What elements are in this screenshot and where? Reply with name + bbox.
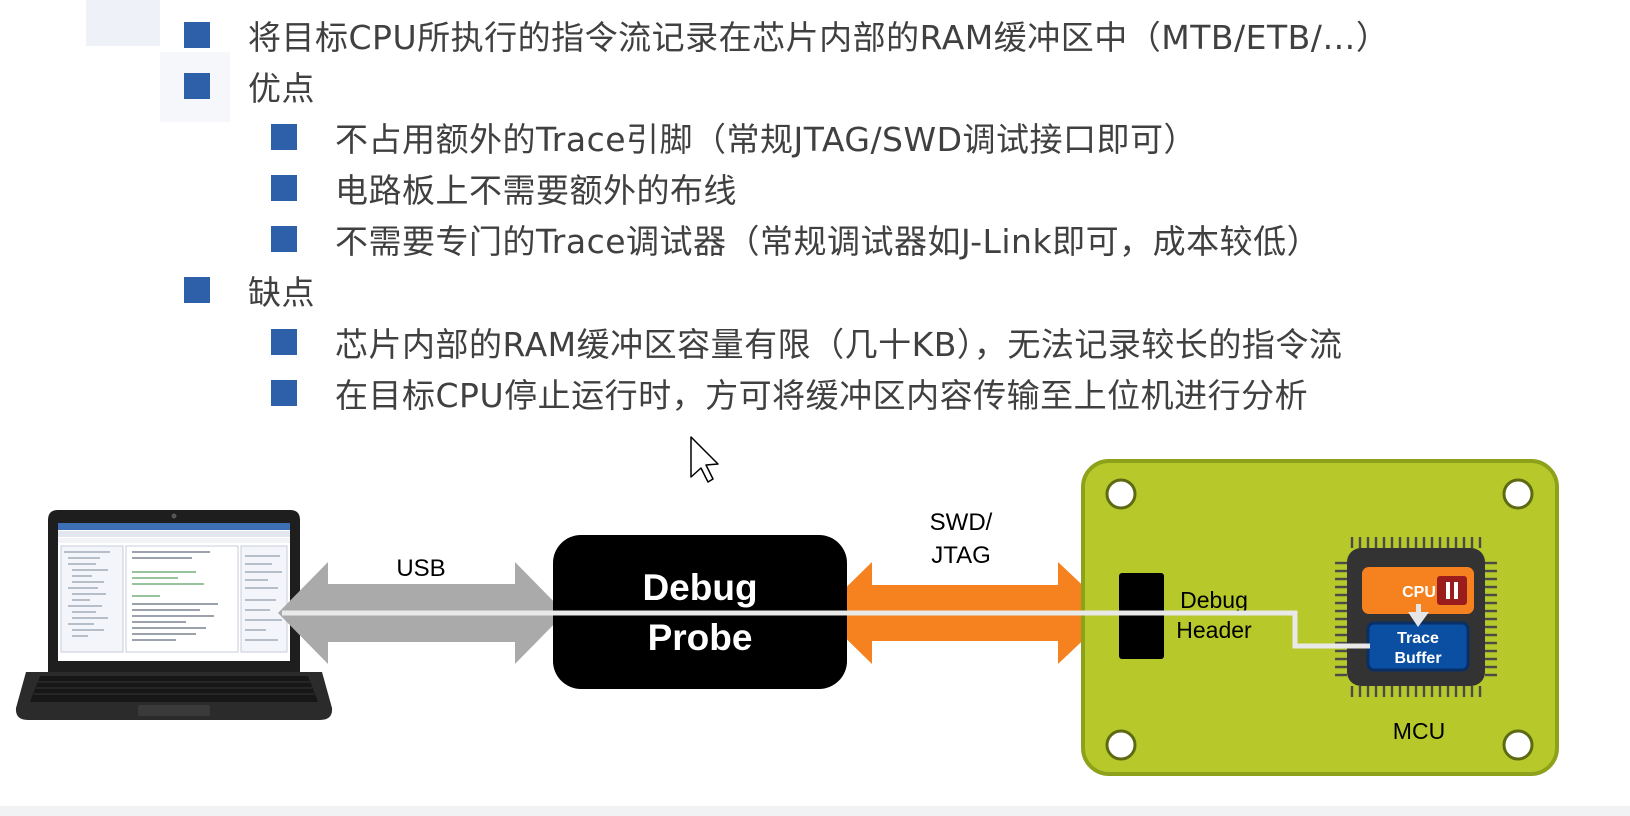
bullet-item: 电路板上不需要额外的布线: [271, 165, 737, 211]
bullet-text: 不占用额外的Trace引脚（常规JTAG/SWD调试接口即可）: [335, 120, 1198, 159]
bullet-text: 将目标CPU所执行的指令流记录在芯片内部的RAM缓冲区中（MTB/ETB/…）: [248, 18, 1390, 57]
bullet-text: 电路板上不需要额外的布线: [335, 171, 737, 210]
mcu-label: MCU: [1393, 718, 1445, 744]
square-bullet-icon: [271, 380, 297, 406]
trace-path-line: [282, 610, 1370, 649]
bullet-list: 将目标CPU所执行的指令流记录在芯片内部的RAM缓冲区中（MTB/ETB/…） …: [184, 12, 1389, 416]
header-label-line2: Header: [1176, 617, 1252, 643]
bullet-text: 芯片内部的RAM缓冲区容量有限（几十KB），无法记录较长的指令流: [335, 325, 1343, 364]
bullet-item: 不需要专门的Trace调试器（常规调试器如J-Link即可，成本较低）: [271, 216, 1320, 262]
mcu-board: [1081, 459, 1559, 776]
bullet-text: 优点: [248, 69, 315, 108]
mouse-pointer-icon: [690, 436, 719, 483]
bottom-strip: [0, 806, 1630, 816]
bullet-item: 将目标CPU所执行的指令流记录在芯片内部的RAM缓冲区中（MTB/ETB/…）: [184, 12, 1389, 58]
usb-label: USB: [396, 555, 445, 582]
probe-label-line2: Probe: [648, 617, 753, 658]
pause-icon: [1437, 576, 1467, 605]
cpu-label: CPU: [1402, 584, 1436, 601]
bullet-text: 缺点: [248, 273, 315, 312]
laptop-icon: [15, 510, 333, 720]
mounting-hole: [1105, 478, 1534, 761]
swd-label-line2: JTAG: [931, 542, 991, 569]
square-bullet-icon: [271, 175, 297, 201]
debug-header: [1119, 573, 1164, 659]
square-bullet-icon: [184, 73, 210, 99]
probe-label-line1: Debug: [642, 567, 757, 608]
bullet-item: 缺点: [184, 267, 315, 313]
bullet-item: 优点: [184, 63, 315, 109]
buffer-label-line2: Buffer: [1394, 650, 1441, 667]
corner-tile: [86, 0, 160, 46]
square-bullet-icon: [271, 329, 297, 355]
data-flow-arrow: [1408, 604, 1429, 627]
bullet-text: 不需要专门的Trace调试器（常规调试器如J-Link即可，成本较低）: [335, 222, 1321, 261]
square-bullet-icon: [271, 124, 297, 150]
bullet-text: 在目标CPU停止运行时，方可将缓冲区内容传输至上位机进行分析: [335, 376, 1309, 415]
bullet-item: 不占用额外的Trace引脚（常规JTAG/SWD调试接口即可）: [271, 114, 1197, 160]
square-bullet-icon: [184, 277, 210, 303]
buffer-label-line1: Trace: [1397, 630, 1439, 647]
bullet-item: 芯片内部的RAM缓冲区容量有限（几十KB），无法记录较长的指令流: [271, 319, 1342, 365]
swd-label-line1: SWD/: [930, 509, 993, 536]
square-bullet-icon: [271, 226, 297, 252]
square-bullet-icon: [184, 22, 210, 48]
bullet-item: 在目标CPU停止运行时，方可将缓冲区内容传输至上位机进行分析: [271, 370, 1308, 416]
chip-pins: [1335, 537, 1497, 697]
header-label-line1: Debug: [1180, 587, 1248, 613]
